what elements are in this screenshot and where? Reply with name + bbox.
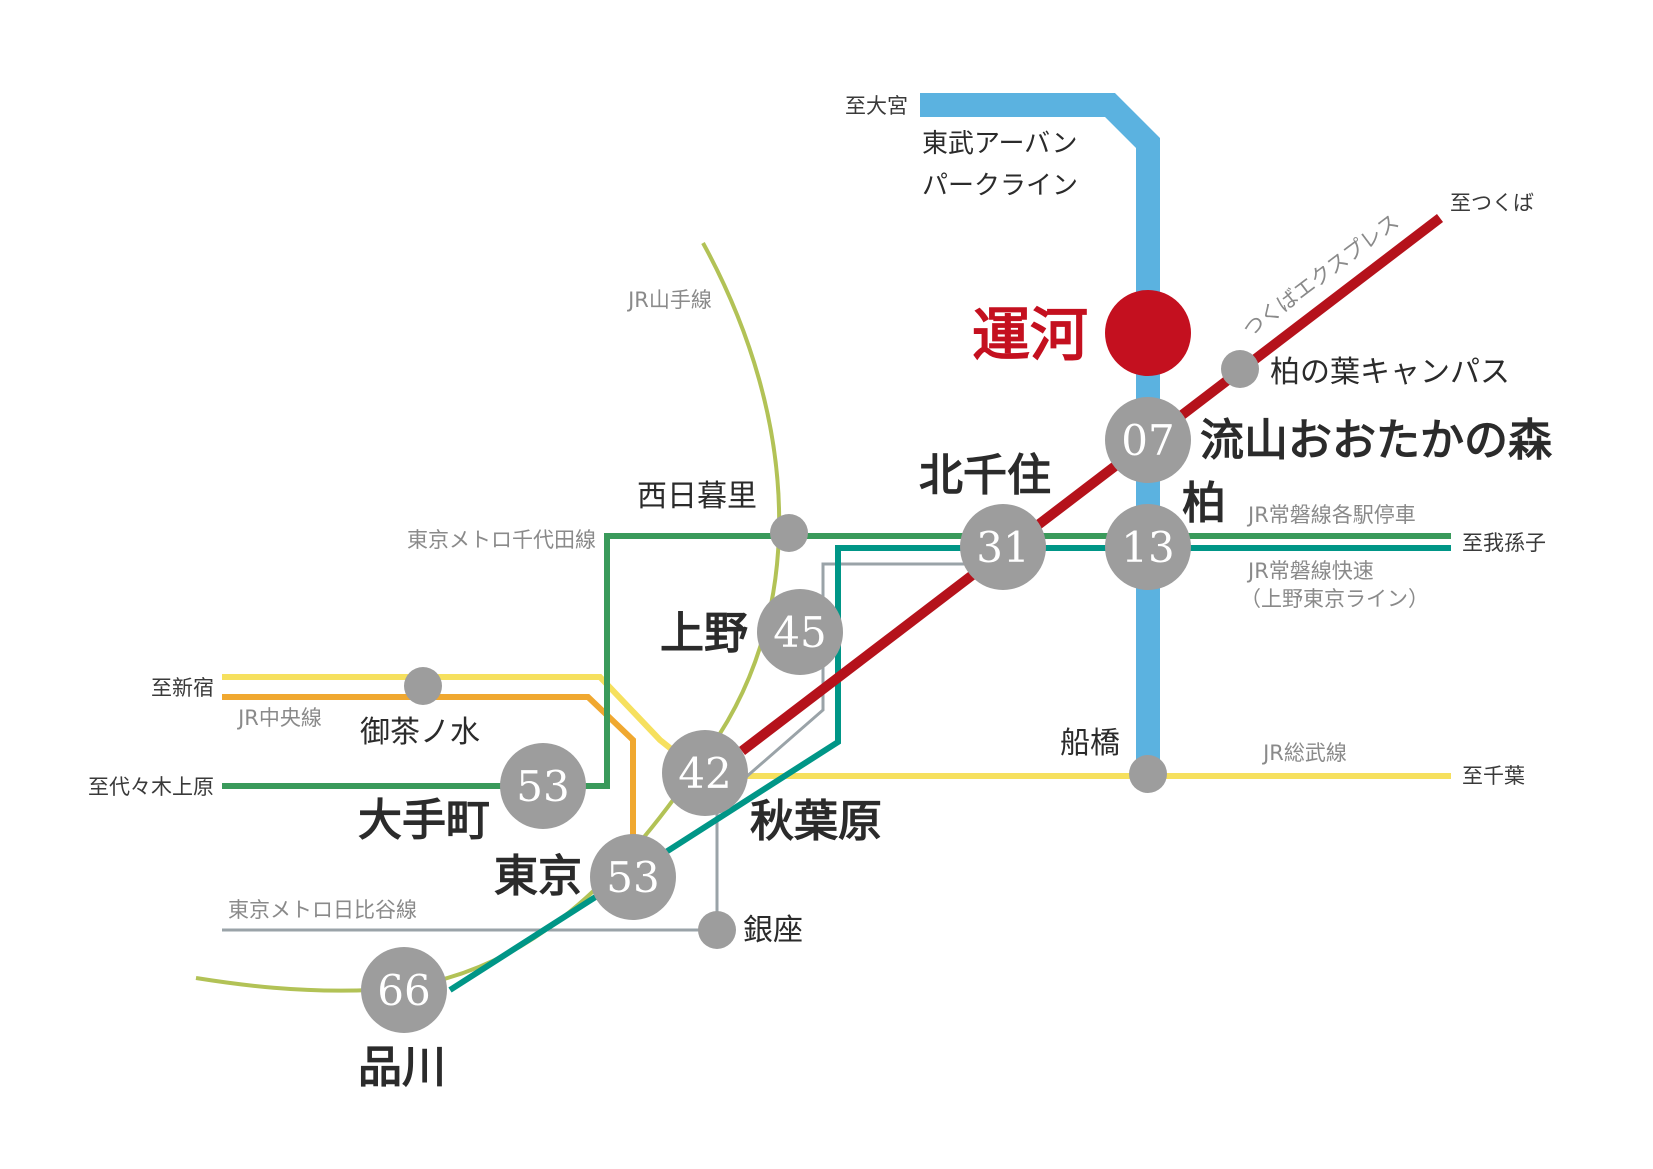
label-funabashi: 船橋 [1060, 726, 1120, 761]
label-tx-line: つくばエクスプレス [1239, 209, 1404, 342]
sobu-line [222, 674, 1451, 779]
station-kitasenju[interactable]: 31 [960, 504, 1046, 590]
station-dot-ginza[interactable] [698, 911, 736, 949]
label-tokyo: 東京 [494, 851, 582, 902]
station-tokyo[interactable]: 53 [590, 834, 676, 920]
station-dot-funabashi[interactable] [1129, 755, 1167, 793]
label-otemachi: 大手町 [358, 795, 490, 846]
label-nagareyama: 流山おおたかの森 [1200, 415, 1553, 466]
minutes-ueno: 45 [773, 608, 826, 657]
label-ginza: 銀座 [743, 913, 803, 948]
label-sobu-line: JR総武線 [1261, 741, 1347, 765]
label-ochanomizu: 御茶ノ水 [360, 715, 480, 750]
station-dot-kashiwanoha[interactable] [1221, 350, 1259, 388]
label-ueno: 上野 [660, 608, 748, 659]
label-joban-local-line: JR常磐線各駅停車 [1246, 503, 1416, 527]
label-akihabara: 秋葉原 [750, 796, 882, 847]
label-chuo-line: JR中央線 [236, 706, 322, 730]
minutes-tokyo: 53 [606, 853, 659, 902]
station-dot-nishinippori[interactable] [770, 514, 808, 552]
label-chiyoda-line: 東京メトロ千代田線 [407, 528, 596, 552]
label-joban-rapid-line-1: JR常磐線快速 [1246, 559, 1374, 583]
chuo-line [222, 694, 636, 870]
station-shinagawa[interactable]: 66 [361, 947, 447, 1033]
minutes-kashiwa: 13 [1121, 523, 1174, 572]
label-kashiwa: 柏 [1182, 478, 1226, 529]
station-dot-ochanomizu[interactable] [404, 667, 442, 705]
dest-chiba: 至千葉 [1462, 764, 1525, 788]
station-otemachi[interactable]: 53 [500, 743, 586, 829]
label-kitasenju: 北千住 [919, 450, 1051, 501]
dest-shinjuku: 至新宿 [151, 676, 214, 700]
label-kashiwanoha: 柏の葉キャンパス [1270, 355, 1510, 390]
station-nagareyama[interactable]: 07 [1105, 397, 1191, 483]
label-shinagawa: 品川 [358, 1042, 446, 1093]
minutes-nagareyama: 07 [1121, 416, 1174, 465]
station-ueno[interactable]: 45 [757, 589, 843, 675]
minutes-otemachi: 53 [516, 762, 569, 811]
joban-rapid-line [448, 545, 1451, 993]
label-tobu-line-2: パークライン [922, 171, 1078, 201]
station-unga-marker[interactable] [1105, 290, 1191, 376]
station-unga-label: 運河 [972, 301, 1088, 369]
dest-abiko: 至我孫子 [1462, 531, 1546, 555]
station-akihabara[interactable]: 42 [662, 730, 748, 816]
minutes-akihabara: 42 [678, 749, 731, 798]
label-nishinippori: 西日暮里 [637, 479, 757, 514]
minutes-shinagawa: 66 [377, 966, 430, 1015]
label-hibiya-line: 東京メトロ日比谷線 [228, 898, 417, 922]
dest-yoyogiuehara: 至代々木上原 [88, 775, 214, 799]
dest-tsukuba: 至つくば [1450, 191, 1534, 215]
dest-omiya: 至大宮 [845, 94, 908, 118]
label-joban-rapid-line-2: （上野東京ライン） [1240, 587, 1429, 611]
tsukuba-express-line [738, 214, 1444, 755]
label-yamanote-line: JR山手線 [626, 288, 712, 312]
minutes-kitasenju: 31 [976, 523, 1029, 572]
station-kashiwa[interactable]: 13 [1105, 504, 1191, 590]
label-tobu-line-1: 東武アーバン [922, 129, 1077, 159]
